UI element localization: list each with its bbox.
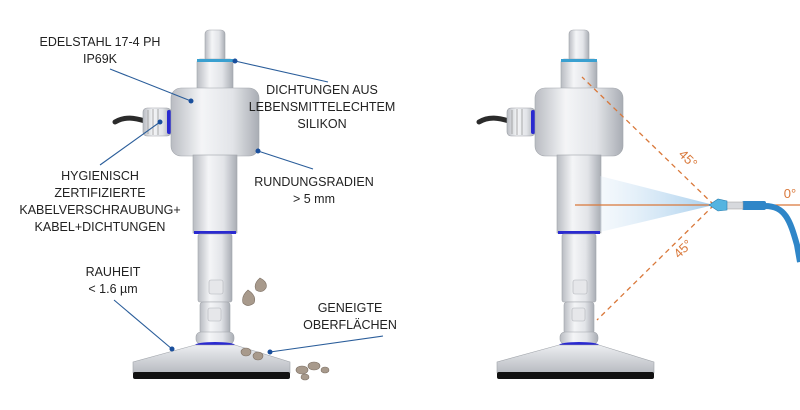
callout-text: HYGIENISCH: [61, 169, 139, 183]
debris-particles-icon: [240, 277, 330, 381]
callout-text: RAUHEIT: [86, 265, 141, 279]
callout-text: SILIKON: [297, 117, 346, 131]
callout-text: KABEL+DICHTUNGEN: [35, 220, 166, 234]
callout-text: IP69K: [83, 52, 118, 66]
angle-label-upper: 45°: [676, 147, 701, 171]
spray-nozzle-hose-icon: [708, 198, 800, 263]
callout-text: GENEIGTE: [318, 301, 383, 315]
callout-text: > 5 mm: [293, 192, 335, 206]
callout-material: EDELSTAHL 17-4 PH IP69K: [40, 35, 194, 104]
callout-text: KABELVERSCHRAUBUNG+: [19, 203, 180, 217]
callout-text: < 1.6 µm: [88, 282, 137, 296]
callout-seals: DICHTUNGEN AUS LEBENSMITTELECHTEM SILIKO…: [232, 58, 396, 131]
spray-cone: [600, 176, 714, 232]
callout-cable-gland: HYGIENISCH ZERTIFIZIERTE KABELVERSCHRAUB…: [19, 119, 181, 234]
callout-text: OBERFLÄCHEN: [303, 318, 397, 332]
callout-roughness: RAUHEIT < 1.6 µm: [86, 265, 175, 352]
callout-inclined-surfaces: GENEIGTE OBERFLÄCHEN: [267, 301, 397, 355]
callout-text: LEBENSMITTELECHTEM: [249, 100, 396, 114]
callout-text: EDELSTAHL 17-4 PH: [40, 35, 161, 49]
callout-text: DICHTUNGEN AUS: [266, 83, 378, 97]
callout-text: ZERTIFIZIERTE: [54, 186, 145, 200]
callout-radii: RUNDUNGSRADIEN > 5 mm: [254, 148, 374, 206]
callout-text: RUNDUNGSRADIEN: [254, 175, 373, 189]
angle-label-horizontal: 0°: [784, 186, 796, 201]
angle-label-lower: 45°: [671, 237, 696, 261]
